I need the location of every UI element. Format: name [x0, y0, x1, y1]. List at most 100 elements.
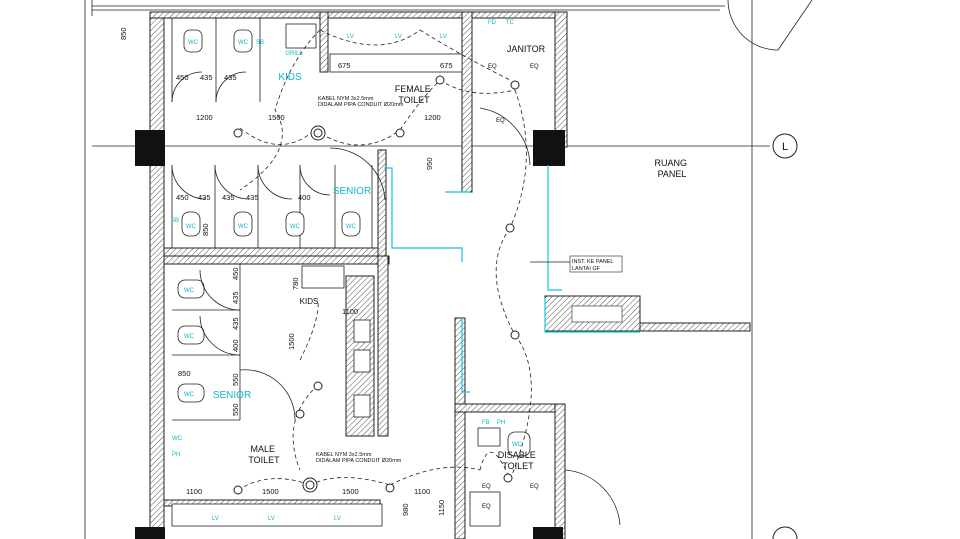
- svg-text:WC: WC: [290, 224, 301, 230]
- svg-text:FB: FB: [482, 420, 490, 426]
- svg-text:675: 675: [440, 61, 453, 70]
- svg-text:WC: WC: [238, 40, 249, 46]
- svg-text:TC: TC: [506, 20, 515, 26]
- svg-text:LV: LV: [268, 516, 275, 522]
- svg-text:450: 450: [231, 267, 240, 280]
- svg-text:435: 435: [231, 317, 240, 330]
- svg-text:1500: 1500: [287, 333, 296, 350]
- svg-text:SB: SB: [171, 218, 179, 224]
- column-right: [533, 130, 565, 166]
- svg-text:675: 675: [338, 61, 351, 70]
- svg-text:WC: WC: [346, 224, 357, 230]
- svg-text:435: 435: [200, 73, 213, 82]
- svg-text:435: 435: [198, 193, 211, 202]
- svg-text:550: 550: [231, 403, 240, 416]
- svg-text:EQ: EQ: [482, 504, 491, 510]
- room-janitor: JANITOR: [507, 44, 546, 54]
- wall-right-upper: [554, 11, 568, 148]
- svg-text:1100: 1100: [342, 307, 358, 316]
- svg-text:SB: SB: [256, 40, 264, 46]
- svg-text:LV: LV: [347, 34, 354, 40]
- svg-text:PH: PH: [497, 420, 505, 426]
- electrical-wiring: [237, 29, 570, 491]
- svg-text:1500: 1500: [268, 113, 285, 122]
- room-female-toilet: FEMALE TOILET: [395, 84, 434, 105]
- cyan-outline-a: [384, 167, 463, 262]
- svg-text:550: 550: [231, 373, 240, 386]
- wall-corridor: [454, 317, 466, 539]
- svg-text:PH: PH: [172, 452, 180, 458]
- kids-urinal-block: [301, 265, 375, 437]
- svg-text:435: 435: [246, 193, 259, 202]
- grid-marker-circle: [772, 133, 798, 159]
- fixture-tags: WC WC SB LV LV LV FD TC EQ EQ EQ SB WC W…: [171, 20, 539, 522]
- svg-text:EQ: EQ: [530, 64, 539, 70]
- svg-text:780: 780: [291, 277, 300, 290]
- door-arc-top-right: [727, 0, 779, 51]
- wall-panel: [544, 295, 641, 332]
- room-senior-female: SENIOR: [333, 186, 371, 197]
- wall-female-bottom: [163, 247, 385, 257]
- room-kids-female: KIDS: [278, 72, 302, 83]
- svg-text:WC: WC: [238, 224, 249, 230]
- room-kids-male: KIDS: [300, 297, 319, 306]
- wall-janitor: [461, 11, 473, 193]
- svg-text:FD: FD: [488, 20, 497, 26]
- cable-note-female: KABEL NYM 3x2.5mm DIDALAM PIPA CONDUIT Ø…: [318, 96, 404, 108]
- svg-text:EQ: EQ: [496, 118, 505, 124]
- svg-text:950: 950: [425, 157, 434, 170]
- svg-text:WC: WC: [172, 436, 183, 442]
- svg-text:1200: 1200: [196, 113, 213, 122]
- svg-text:EQ: EQ: [530, 484, 539, 490]
- disable-toilet-fixtures: [469, 427, 621, 527]
- column-left: [135, 130, 165, 166]
- male-lavatory-counter: [171, 503, 383, 527]
- room-female-toilet-line2: TOILET: [398, 95, 430, 105]
- wall-disable-top: [454, 403, 566, 413]
- room-disable-toilet: DISABLE TOILET: [498, 450, 539, 471]
- wall-male-right: [377, 255, 389, 437]
- grid-marker-circle-bottom: [772, 526, 798, 539]
- svg-text:400: 400: [231, 339, 240, 352]
- svg-text:850: 850: [201, 223, 210, 236]
- svg-text:435: 435: [231, 291, 240, 304]
- grid-marker-label: L: [782, 141, 788, 153]
- female-kids-stalls: [171, 18, 463, 103]
- svg-text:WC: WC: [512, 442, 523, 448]
- male-stalls: [172, 264, 296, 421]
- room-senior-male: SENIOR: [213, 390, 251, 401]
- svg-text:1500: 1500: [262, 487, 279, 496]
- room-female-toilet-line1: FEMALE: [395, 84, 431, 94]
- svg-text:LV: LV: [212, 516, 219, 522]
- svg-text:450: 450: [176, 193, 189, 202]
- svg-text:850: 850: [178, 369, 191, 378]
- cable-note-male: KABEL NYM 3x2.5mm DIDALAM PIPA CONDUIT Ø…: [316, 452, 402, 464]
- svg-text:WC: WC: [184, 392, 195, 398]
- svg-text:EQ: EQ: [488, 64, 497, 70]
- female-senior-stalls: [171, 164, 373, 248]
- svg-text:WC: WC: [184, 288, 195, 294]
- svg-text:1500: 1500: [342, 487, 359, 496]
- svg-text:LV: LV: [440, 34, 447, 40]
- room-ruang-panel: RUANG PANEL: [654, 158, 689, 179]
- room-male-toilet: MALE TOILET: [248, 444, 280, 465]
- svg-text:EQ: EQ: [482, 484, 491, 490]
- svg-text:1150: 1150: [437, 500, 446, 516]
- svg-text:435: 435: [222, 193, 235, 202]
- dimension-labels: 850 450 435 435 675 675 1200 1500 1200 9…: [119, 27, 453, 516]
- svg-text:WC: WC: [188, 40, 199, 46]
- svg-text:1100: 1100: [186, 487, 202, 496]
- svg-text:450: 450: [176, 73, 189, 82]
- svg-text:LV: LV: [395, 34, 402, 40]
- svg-text:1100: 1100: [414, 487, 430, 496]
- svg-text:1200: 1200: [424, 113, 441, 122]
- svg-text:980: 980: [401, 503, 410, 516]
- svg-text:435: 435: [224, 73, 237, 82]
- svg-text:LV: LV: [334, 516, 341, 522]
- wall-left: [149, 11, 165, 539]
- svg-text:WC: WC: [186, 224, 197, 230]
- wall-top: [149, 11, 561, 19]
- svg-text:850: 850: [119, 27, 128, 40]
- wall-disable-right: [554, 403, 566, 539]
